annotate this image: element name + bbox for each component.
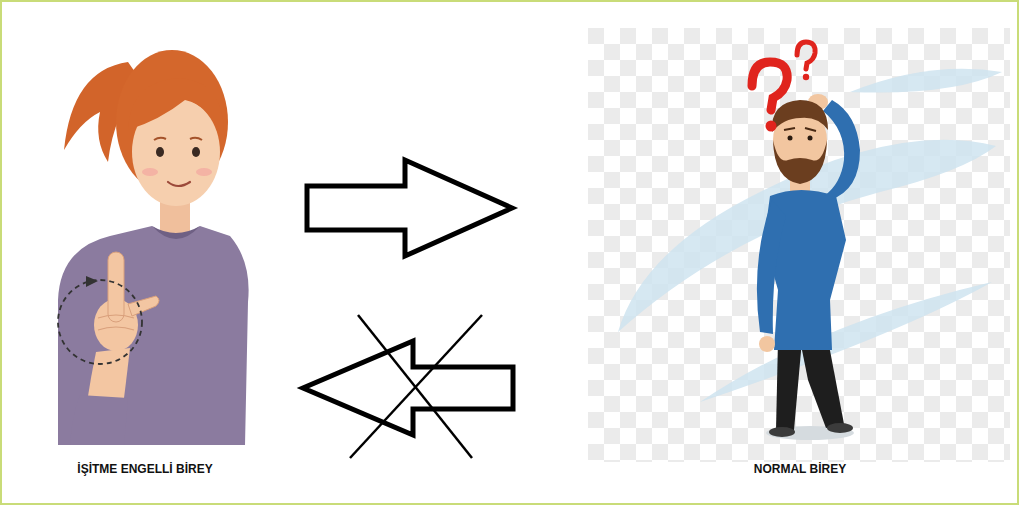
question-marks bbox=[752, 42, 815, 132]
transparent-background bbox=[588, 28, 1010, 462]
block-arrow bbox=[303, 341, 513, 435]
cross-line bbox=[350, 315, 482, 458]
figure-node: İŞİTME ENGELLİ BİREY bbox=[20, 25, 302, 487]
block-arrow bbox=[307, 160, 512, 256]
deaf-person-figure bbox=[58, 50, 249, 445]
figure-label: İŞİTME ENGELLİ BİREY bbox=[77, 462, 212, 476]
figure-node: NORMAL BİREY bbox=[515, 25, 1010, 487]
figure-label: NORMAL BİREY bbox=[754, 462, 846, 476]
confused-person-figure bbox=[757, 94, 860, 440]
